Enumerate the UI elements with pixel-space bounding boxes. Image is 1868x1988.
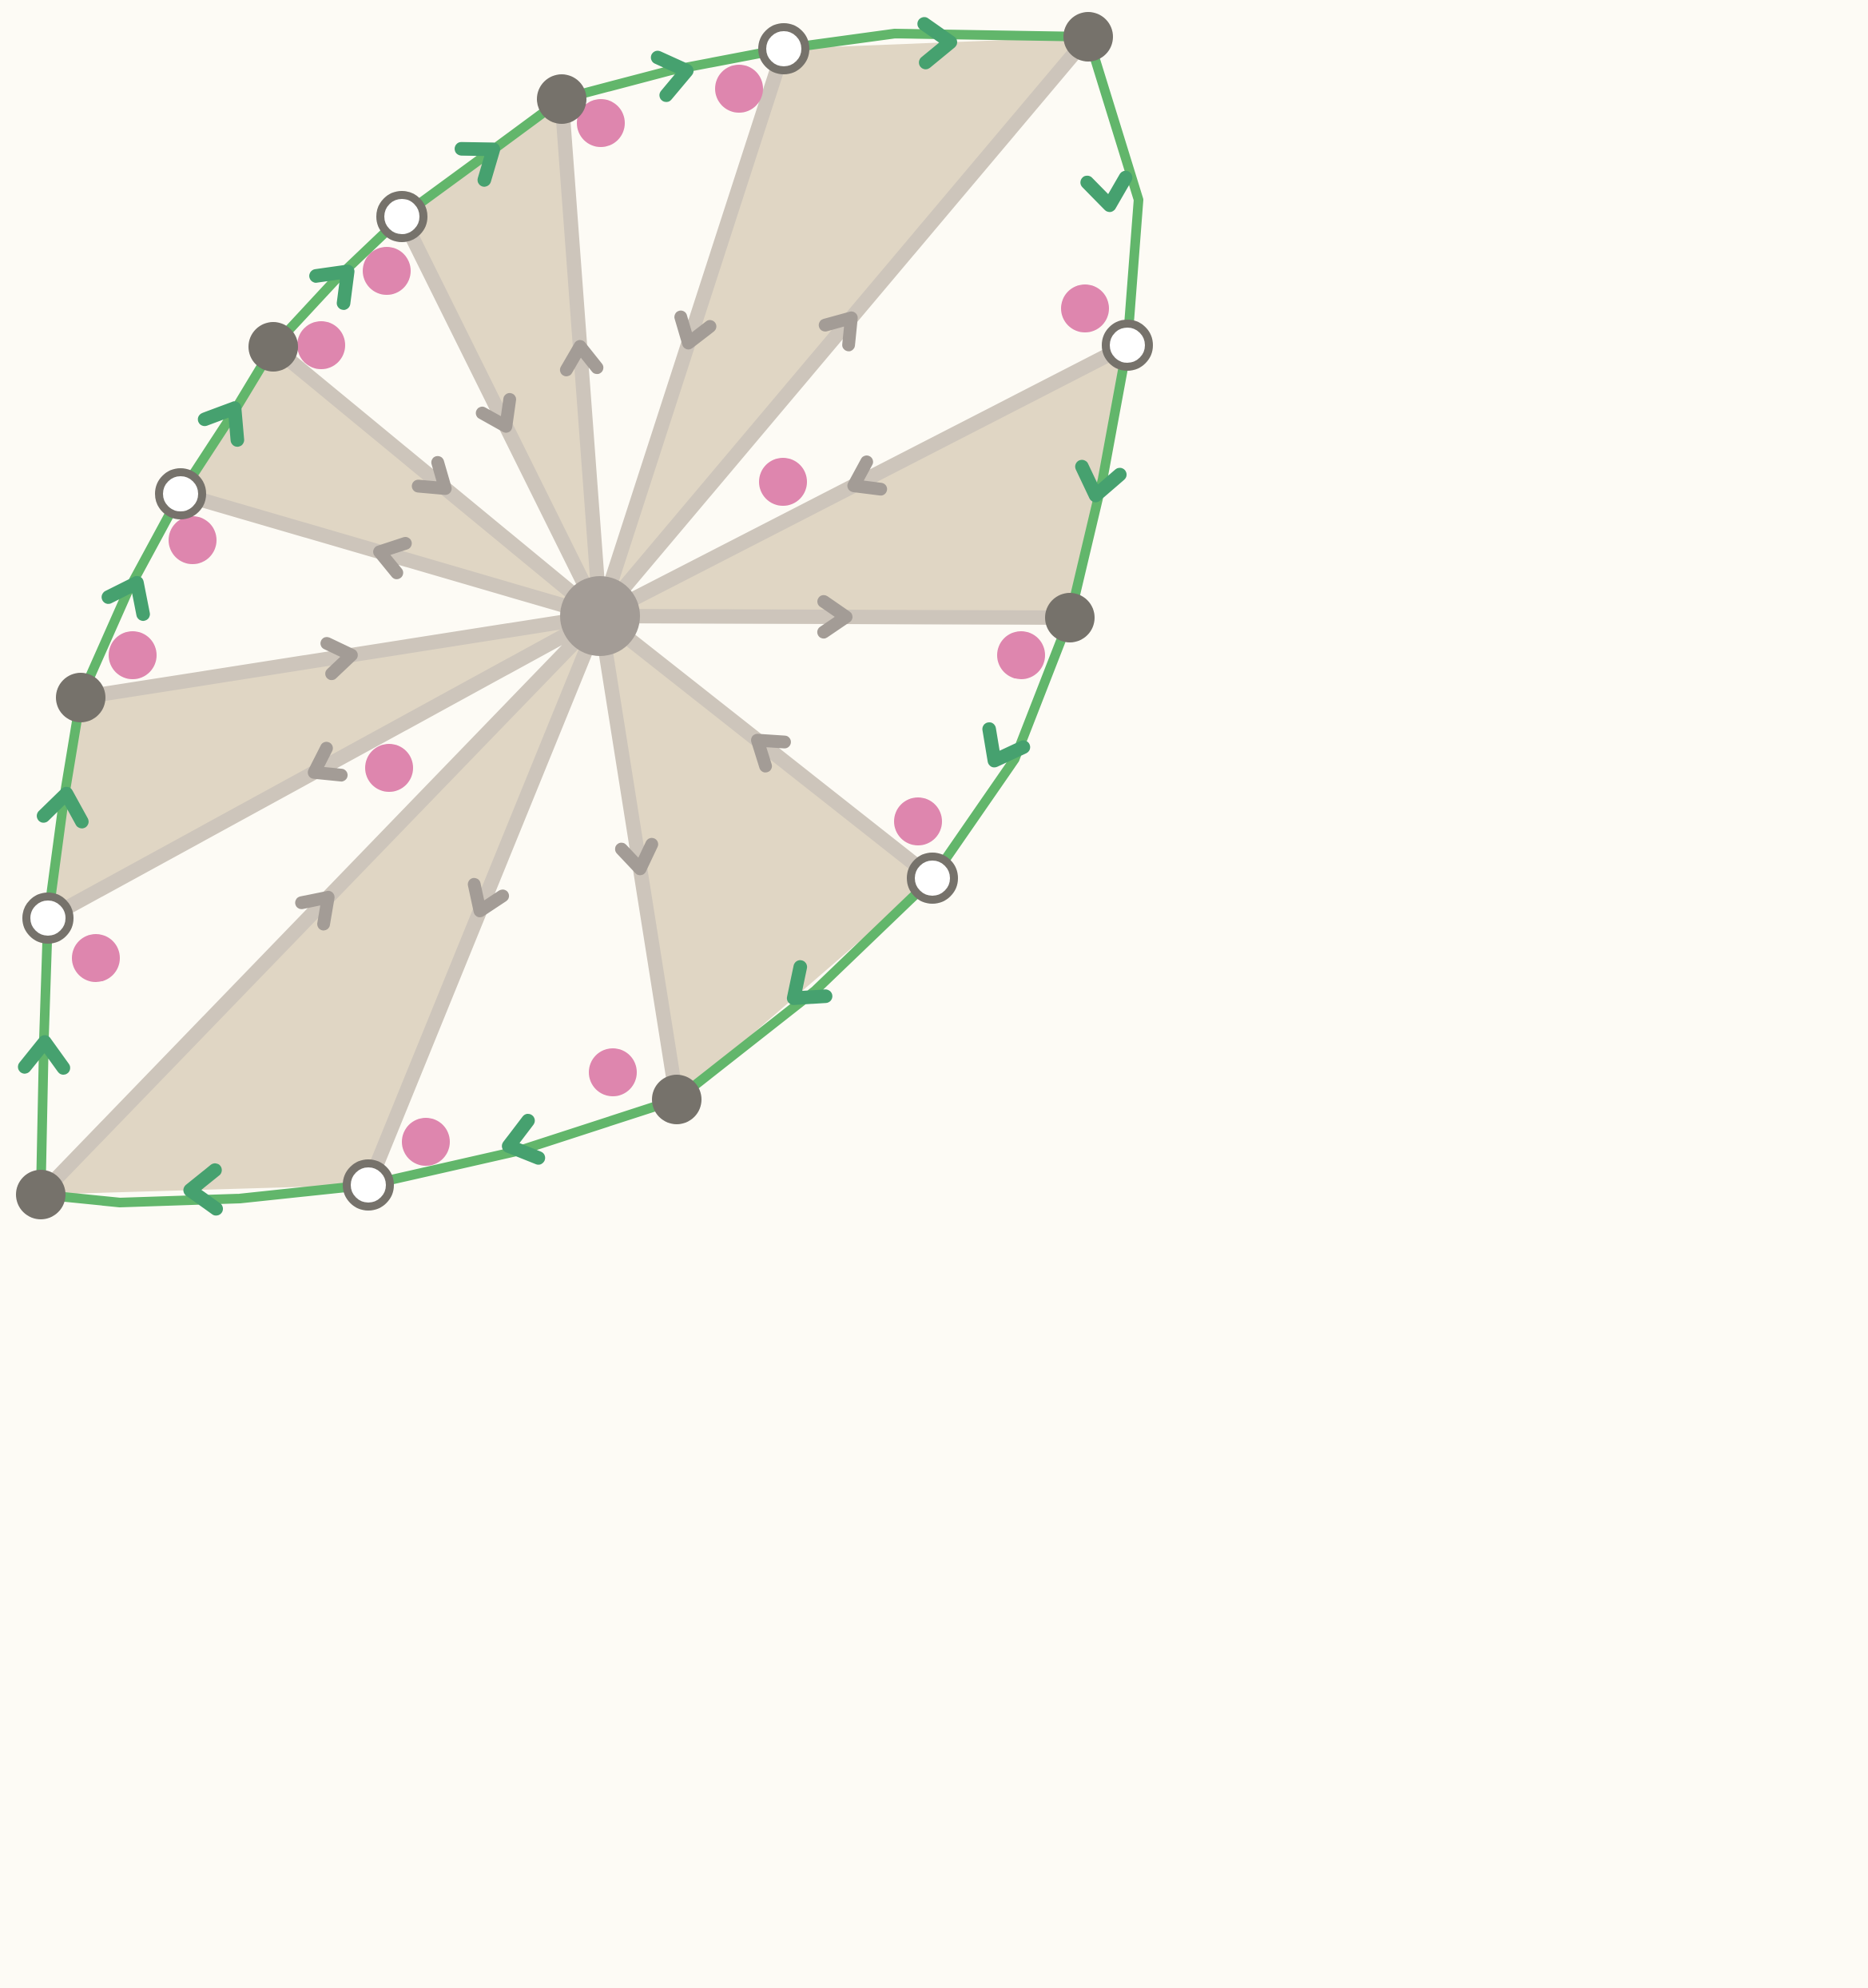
white-vertex — [1106, 324, 1149, 367]
white-vertex — [911, 857, 954, 900]
face-marker — [109, 631, 157, 679]
white-vertex — [347, 1163, 390, 1207]
fan-diagram — [0, 0, 1176, 1253]
face-marker — [759, 458, 807, 506]
face-marker — [72, 934, 120, 982]
face-marker — [1061, 284, 1109, 332]
black-vertex — [1063, 12, 1113, 62]
black-vertex — [248, 322, 298, 372]
white-vertex — [26, 897, 70, 940]
face-marker — [365, 744, 413, 792]
black-vertex — [537, 74, 586, 124]
face-marker — [715, 65, 763, 113]
black-vertex — [56, 673, 105, 722]
face-marker — [402, 1118, 450, 1166]
face-marker — [589, 1048, 637, 1096]
face-marker — [169, 516, 217, 564]
black-vertex — [16, 1170, 66, 1219]
white-vertex — [159, 472, 202, 515]
fan-diagram-svg — [0, 0, 1176, 1253]
face-marker — [363, 247, 411, 295]
face-marker — [297, 321, 345, 369]
face-marker — [894, 797, 942, 845]
face-marker — [997, 631, 1045, 679]
white-vertex — [380, 195, 423, 238]
white-vertex — [762, 27, 805, 70]
black-vertex — [1045, 593, 1095, 642]
black-vertex — [652, 1075, 701, 1124]
center-node — [560, 576, 640, 656]
